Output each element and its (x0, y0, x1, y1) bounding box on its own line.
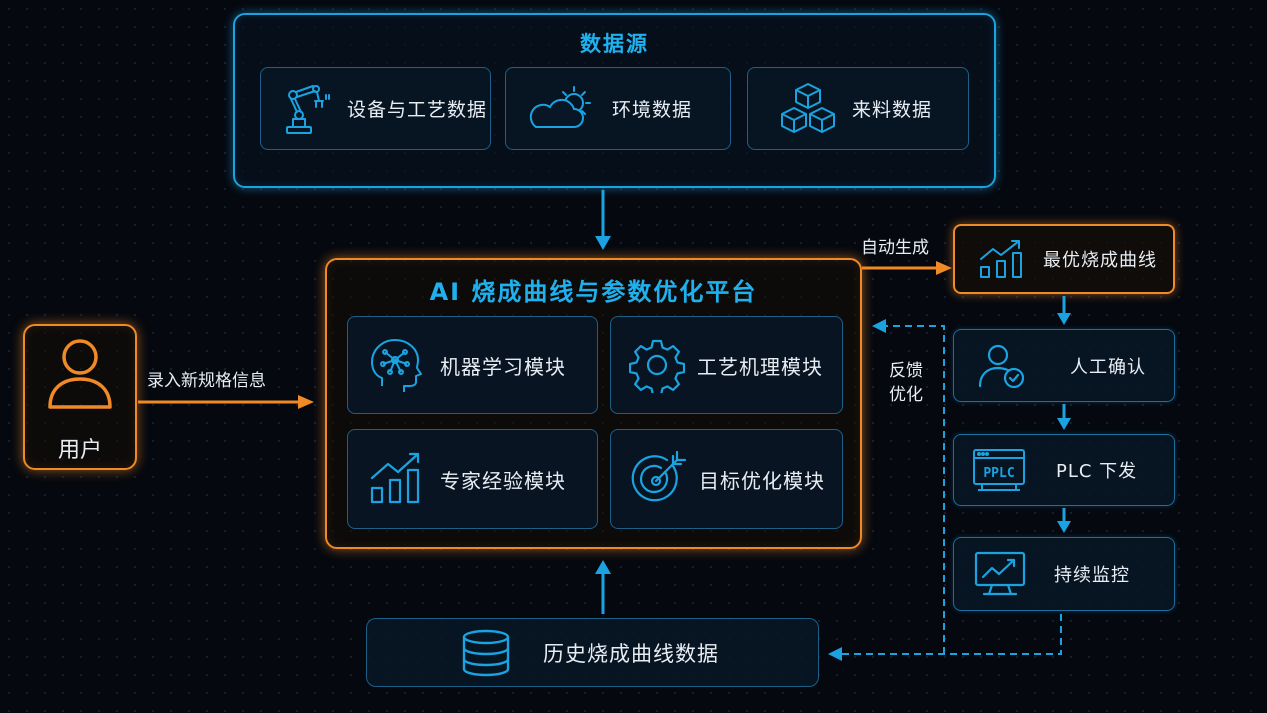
gear-icon (629, 339, 685, 393)
brain-network-icon (371, 339, 422, 392)
arrow-flow-step-1 (1057, 296, 1071, 325)
module-label: 专家经验模块 (440, 468, 566, 493)
data-source-title: 数据源 (580, 32, 649, 56)
data-source-label: 来料数据 (852, 99, 933, 121)
growth-chart-icon (370, 452, 420, 504)
monitor-chart-icon (974, 551, 1026, 596)
optimize-label: 优化 (889, 385, 923, 405)
arrow-history-to-platform (595, 560, 611, 614)
module-label: 机器学习模块 (440, 354, 566, 379)
feedback-label: 反馈 (889, 361, 923, 381)
target-icon (631, 450, 687, 502)
user-check-icon (978, 344, 1025, 388)
user-label: 用户 (57, 438, 102, 463)
data-source-card-equipment: 设备与工艺数据 (260, 67, 491, 150)
module-label: 目标优化模块 (699, 468, 825, 493)
arrow-data-to-platform (595, 190, 611, 250)
arrow-platform-to-curve (862, 261, 952, 275)
feedback-dashed-connector (840, 325, 1062, 655)
flow-step-monitor: 持续监控 (953, 537, 1175, 611)
plc-icon: PPLC (973, 449, 1025, 491)
user-panel (23, 324, 137, 470)
flow-step-plc: PPLC PLC 下发 (953, 434, 1175, 506)
user-icon (48, 339, 112, 409)
module-card-target: 目标优化模块 (610, 429, 843, 529)
data-source-label: 设备与工艺数据 (347, 99, 488, 121)
module-card-mechanism: 工艺机理模块 (610, 316, 843, 414)
cubes-icon (781, 82, 835, 133)
module-card-expert: 专家经验模块 (347, 429, 598, 529)
flow-step-label: PLC 下发 (1056, 461, 1138, 482)
plc-icon-text: PPLC (983, 466, 1014, 481)
chart-up-icon (980, 240, 1022, 278)
arrow-flow-step-2 (1057, 404, 1071, 430)
cloud-sun-icon (529, 85, 591, 128)
auto-generate-label: 自动生成 (861, 238, 929, 258)
history-data-label: 历史烧成曲线数据 (543, 641, 719, 666)
flow-step-label: 持续监控 (1054, 565, 1130, 586)
user-input-label: 录入新规格信息 (147, 371, 266, 391)
flow-step-label: 最优烧成曲线 (1043, 250, 1157, 271)
flow-step-label: 人工确认 (1070, 356, 1146, 378)
robot-arm-icon (286, 84, 330, 134)
arrow-flow-step-3 (1057, 508, 1071, 533)
feedback-arrowhead-platform (872, 319, 886, 333)
history-data-panel: 历史烧成曲线数据 (366, 618, 819, 687)
arrow-user-to-platform (138, 395, 314, 409)
data-source-card-material: 来料数据 (747, 67, 969, 150)
module-label: 工艺机理模块 (697, 354, 823, 379)
feedback-arrowhead-history (828, 647, 842, 661)
data-source-label: 环境数据 (612, 99, 693, 121)
platform-title: AI 烧成曲线与参数优化平台 (429, 278, 758, 306)
flow-step-optimal-curve: 最优烧成曲线 (953, 224, 1175, 294)
database-icon (462, 629, 510, 676)
data-source-card-environment: 环境数据 (505, 67, 731, 150)
module-card-ml: 机器学习模块 (347, 316, 598, 414)
flow-step-manual-confirm: 人工确认 (953, 329, 1175, 402)
